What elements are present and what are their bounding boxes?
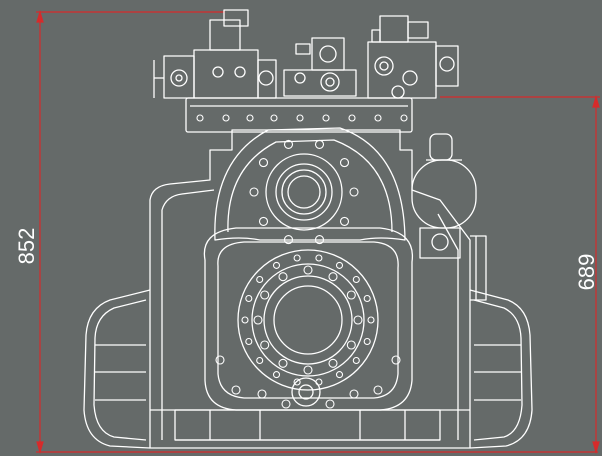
- upper-bolt: [249, 187, 259, 197]
- dim-arrow-top: [36, 9, 44, 23]
- lower-bolt: [260, 290, 270, 300]
- outer-bolt: [245, 337, 253, 346]
- lower-bolt: [353, 315, 363, 325]
- lower-bolt: [346, 290, 356, 300]
- lower-bolt: [303, 265, 313, 275]
- frame-bolt: [231, 385, 241, 395]
- frame-bolt: [373, 385, 383, 395]
- outer-bolt: [245, 294, 253, 303]
- frame-bolt: [281, 399, 291, 409]
- top-plate: [185, 97, 413, 133]
- housing-outer: [149, 129, 471, 449]
- outer-bolt: [352, 356, 360, 365]
- plate-bolt: [348, 114, 356, 122]
- upper-bolt: [339, 158, 350, 168]
- outer-bolt: [272, 371, 281, 379]
- upper-bolt: [258, 158, 269, 168]
- filter-canister-icon: [411, 133, 477, 259]
- outer-bolt: [272, 261, 281, 269]
- lower-bolt: [346, 340, 356, 350]
- lower-bolt: [328, 358, 338, 368]
- plate-bolt: [222, 114, 230, 122]
- outer-bolt: [315, 254, 323, 262]
- lower-gear-housing: [203, 227, 414, 411]
- housing-inner-right: [437, 213, 459, 440]
- outer-bolt: [241, 316, 249, 324]
- upper-bolt: [283, 235, 294, 245]
- outer-bolt: [363, 337, 371, 346]
- dim-arrow-center-top: [592, 94, 600, 108]
- frame-bolt: [325, 399, 335, 409]
- lower-gear-wheel: [237, 249, 379, 391]
- lower-bolt: [260, 340, 270, 350]
- frame-bolt: [391, 355, 401, 365]
- left-mount: [83, 289, 151, 449]
- right-valve-block: [367, 15, 459, 99]
- plate-bolt: [322, 114, 330, 122]
- bolt-circle-icon: [196, 114, 408, 409]
- lower-bolt: [278, 272, 288, 282]
- right-mount: [469, 289, 533, 449]
- plate-bolt: [374, 114, 382, 122]
- outer-bolt: [256, 356, 264, 365]
- plate-bolt: [246, 114, 254, 122]
- outer-bolt: [363, 294, 371, 303]
- dim-arrow-center-bottom: [592, 441, 600, 455]
- frame-bolt: [349, 389, 359, 399]
- hydraulic-block-icon: [153, 9, 277, 99]
- dim-arrow-bottom: [36, 441, 44, 455]
- outer-bolt: [315, 378, 323, 386]
- gearbox-outline: [83, 9, 533, 449]
- lower-bolt: [328, 272, 338, 282]
- plate-bolt: [270, 114, 278, 122]
- dimension-lines: [36, 9, 600, 455]
- lower-bolt: [303, 365, 313, 375]
- plate-bolt: [296, 114, 304, 122]
- outer-bolt: [367, 316, 375, 324]
- plate-bolt: [400, 114, 408, 122]
- frame-bolt: [215, 355, 225, 365]
- lower-bolt: [278, 358, 288, 368]
- solenoid-valve-icon: [283, 37, 357, 97]
- dimension-label-centerline: 689: [574, 254, 599, 291]
- outer-bolt: [352, 275, 360, 284]
- output-flange: [291, 377, 321, 407]
- plate-bolt: [196, 114, 204, 122]
- bottom-frame: [150, 409, 470, 441]
- outer-bolt: [293, 378, 301, 386]
- upper-bolt: [283, 139, 294, 149]
- lower-bolt: [253, 315, 263, 325]
- upper-bolt: [339, 216, 350, 226]
- upper-bolt: [258, 216, 269, 226]
- upper-bolt: [349, 187, 359, 197]
- housing-inner-left: [161, 189, 215, 440]
- outer-bolt: [335, 371, 344, 379]
- outer-bolt: [293, 254, 301, 262]
- upper-gear-wheel: [265, 153, 343, 231]
- outer-bolt: [256, 275, 264, 284]
- outer-bolt: [335, 261, 344, 269]
- upper-gear-housing: [214, 127, 406, 241]
- upper-bolt: [314, 139, 325, 149]
- upper-bolt: [314, 235, 325, 245]
- dimension-label-overall: 852: [14, 228, 39, 265]
- frame-bolt: [257, 389, 267, 399]
